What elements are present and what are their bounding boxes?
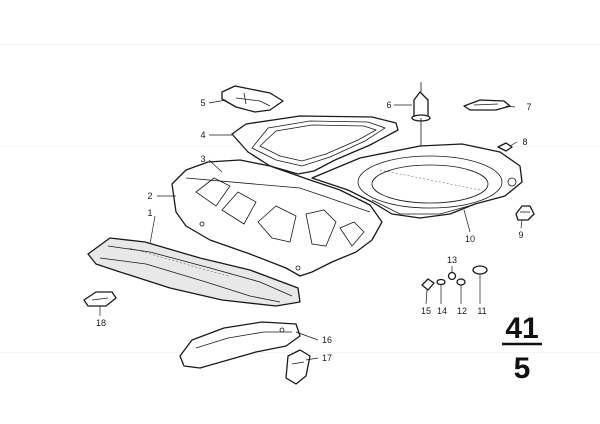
- part-15-clip[interactable]: [421, 278, 435, 291]
- group-number-main: 41: [505, 312, 538, 345]
- group-number: 41 5: [502, 312, 542, 385]
- part-5-bracket[interactable]: [221, 85, 284, 113]
- callout-7: 7: [526, 102, 531, 112]
- part-16-reinforcement[interactable]: [179, 321, 301, 369]
- part-12-grommet[interactable]: [456, 278, 466, 286]
- part-8-clip[interactable]: [497, 142, 513, 152]
- callout-6: 6: [386, 100, 391, 110]
- part-1-cross-member[interactable]: [87, 237, 301, 307]
- part-10-trunk-floor[interactable]: [311, 143, 523, 219]
- part-2-rear-bulkhead[interactable]: [171, 159, 383, 277]
- callout-11: 11: [477, 306, 486, 316]
- leader-lines: [99, 99, 523, 361]
- callout-3: 3: [200, 154, 205, 164]
- callout-8: 8: [522, 137, 527, 147]
- part-17-bracket[interactable]: [285, 349, 311, 385]
- callout-10: 10: [465, 234, 475, 244]
- callout-12: 12: [457, 306, 467, 316]
- part-11-plug[interactable]: [472, 265, 488, 275]
- part-14-washer[interactable]: [436, 278, 446, 286]
- part-6-wheel-holder[interactable]: [411, 82, 431, 146]
- callout-14: 14: [437, 306, 447, 316]
- callout-5: 5: [200, 98, 205, 108]
- callout-1: 1: [147, 208, 152, 218]
- callout-labels: 1 2 3 4 5 6 7 8 9 10 11 12 13 14 15 16 1…: [96, 98, 532, 363]
- callout-17: 17: [322, 353, 332, 363]
- callout-13: 13: [447, 255, 457, 265]
- part-9-bracket[interactable]: [515, 205, 535, 221]
- callout-4: 4: [200, 130, 205, 140]
- part-13-nut[interactable]: [447, 271, 457, 281]
- part-18-bracket[interactable]: [83, 291, 117, 307]
- group-number-sub: 5: [514, 352, 531, 385]
- part-7-plate[interactable]: [463, 99, 511, 111]
- callout-2: 2: [147, 191, 152, 201]
- callout-16: 16: [322, 335, 332, 345]
- callout-15: 15: [421, 306, 431, 316]
- callout-9: 9: [518, 230, 523, 240]
- callout-18: 18: [96, 318, 106, 328]
